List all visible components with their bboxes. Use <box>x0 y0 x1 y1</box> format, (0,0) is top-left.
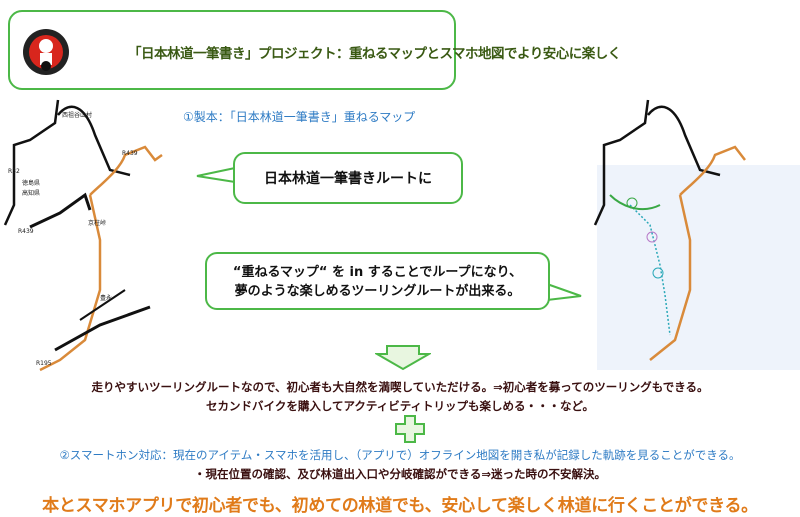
map-label: R195 <box>36 360 52 367</box>
down-arrow-icon <box>375 345 431 371</box>
callout-text: 日本林道一筆書きルートに <box>264 171 432 187</box>
map-label: 西祖谷山村 <box>62 111 92 119</box>
map-label: R439 <box>18 228 34 235</box>
logo <box>22 24 70 80</box>
conclusion: 本とスマホアプリで初心者でも、初めての林道でも、安心して楽しく林道に行くことがで… <box>42 496 758 516</box>
section2-line: ・現在位置の確認、及び林道出入口や分岐確認ができる⇒迷った時の不安解決。 <box>194 467 606 481</box>
map-label: 豊永 <box>100 294 112 302</box>
route-map-left: R32 R439 R439 R195 徳島県 高知県 京柱峠 西祖谷山村 豊永 <box>3 99 163 372</box>
map-label: 徳島県 <box>22 179 40 187</box>
callout-line: “重ねるマップ“ を in することでループになり、 <box>232 265 523 280</box>
header-box <box>8 10 456 90</box>
benefit-line: セカンドバイクを購入してアクティビティトリップも楽しめる・・・など。 <box>206 399 594 413</box>
map-label: 高知県 <box>22 189 40 197</box>
benefit-line: 走りやすいツーリングルートなので、初心者も大自然を満喫していただける。⇒初心者を… <box>91 380 709 394</box>
page-title: 「日本林道一筆書き」プロジェクト：重ねるマップとスマホ地図でより安心に楽しく <box>128 46 621 62</box>
section1-heading: ①製本：「日本林道一筆書き」重ねるマップ <box>183 110 416 124</box>
callout-line: 夢のような楽しめるツーリングルートが出来る。 <box>234 284 521 299</box>
map-label: R439 <box>122 150 138 157</box>
map-label: R32 <box>8 168 20 175</box>
callout-overlay: “重ねるマップ“ を in することでループになり、 夢のような楽しめるツーリン… <box>205 252 550 310</box>
section2-heading: ②スマートホン対応：現在のアイテム・スマホを活用し、（アプリで）オフライン地図を… <box>59 448 741 462</box>
plus-icon <box>395 415 425 443</box>
callout1-pointer <box>196 167 236 183</box>
map-label: 京柱峠 <box>88 219 106 227</box>
route-map-right-overlay <box>593 99 800 370</box>
callout2-pointer <box>546 283 582 301</box>
callout-route: 日本林道一筆書きルートに <box>233 152 463 204</box>
